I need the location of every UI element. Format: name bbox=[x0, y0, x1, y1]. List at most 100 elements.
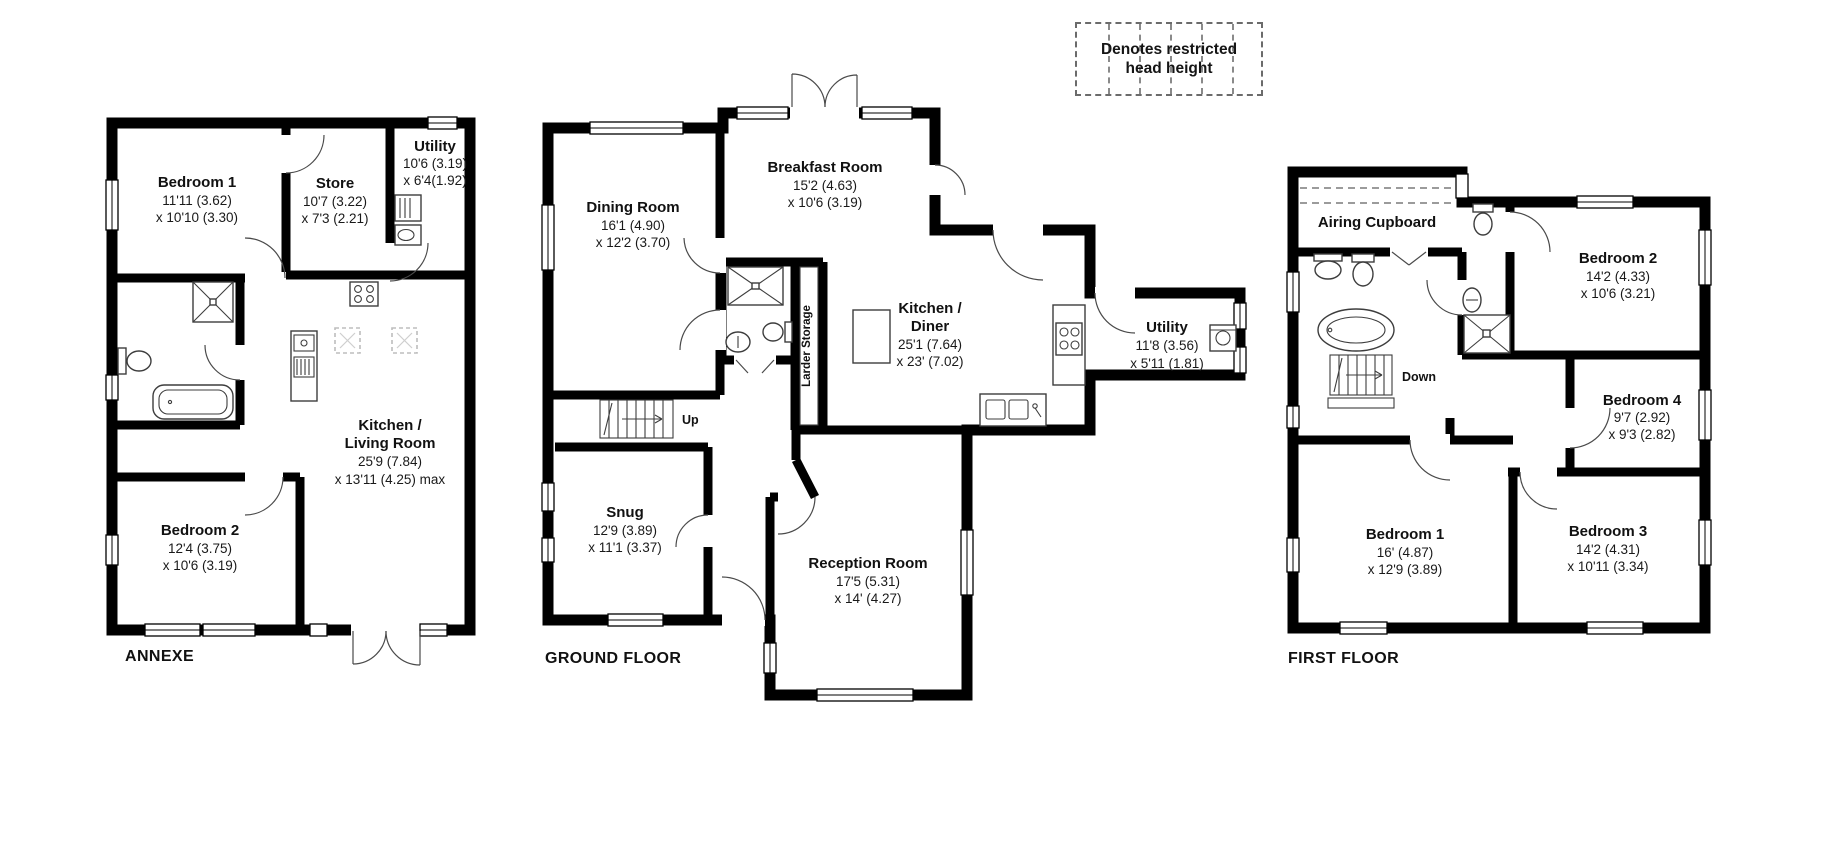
restricted-head-height-dashes bbox=[1300, 187, 1456, 204]
legend-line2: head height bbox=[1125, 60, 1213, 77]
first-doors bbox=[1391, 211, 1611, 510]
room-dim: x 10'6 (3.19) bbox=[163, 558, 238, 573]
room-label-utility: Utility 11'8 (3.56) x 5'11 (1.81) bbox=[1130, 319, 1204, 371]
ground-doors bbox=[675, 73, 1136, 621]
legend-hatch-divider bbox=[1232, 24, 1234, 94]
room-dim: 11'11 (3.62) bbox=[162, 193, 232, 208]
room-dim: 12'9 (3.89) bbox=[593, 523, 657, 538]
ground-windows bbox=[541, 106, 1247, 702]
room-label-reception: Reception Room 17'5 (5.31) x 14' (4.27) bbox=[808, 555, 927, 606]
room-dim: x 10'10 (3.30) bbox=[156, 210, 238, 225]
room-name: Store bbox=[316, 175, 354, 192]
room-label-bedroom3: Bedroom 3 14'2 (4.31) x 10'11 (3.34) bbox=[1567, 523, 1648, 574]
legend-hatch-divider bbox=[1139, 24, 1141, 94]
french-door-gap bbox=[351, 622, 422, 638]
shower-icon bbox=[727, 266, 784, 306]
door-gap bbox=[1564, 408, 1576, 448]
room-name: Bedroom 1 bbox=[158, 174, 236, 191]
room-dim: 11'8 (3.56) bbox=[1135, 338, 1198, 353]
legend-text: Denotes restricted head height bbox=[1077, 24, 1261, 94]
door-gap bbox=[234, 345, 246, 380]
first-exterior-walls bbox=[1287, 166, 1711, 634]
room-label-bedroom1: Bedroom 1 16' (4.87) x 12'9 (3.89) bbox=[1366, 526, 1444, 577]
larder-storage-label: Larder Storage bbox=[801, 305, 813, 387]
room-dim: 17'5 (5.31) bbox=[836, 574, 900, 589]
room-name: Utility bbox=[414, 138, 456, 155]
door-gap bbox=[245, 471, 283, 483]
annexe-title: ANNEXE bbox=[125, 648, 195, 665]
room-label-kitchen-diner: Kitchen / Diner 25'1 (7.64) x 23' (7.02) bbox=[896, 300, 963, 369]
room-dim: x 11'1 (3.37) bbox=[588, 540, 662, 555]
shower-icon bbox=[192, 281, 234, 323]
kitchen-counter-icon bbox=[290, 330, 318, 402]
room-dim: 10'6 (3.19) bbox=[403, 156, 467, 171]
room-dim: x 5'11 (1.81) bbox=[1130, 356, 1204, 371]
stairs-down bbox=[1327, 354, 1395, 409]
room-name: Kitchen / bbox=[358, 417, 422, 434]
room-label-bedroom1: Bedroom 1 11'11 (3.62) x 10'10 (3.30) bbox=[156, 174, 238, 225]
room-label-bedroom2: Bedroom 2 12'4 (3.75) x 10'6 (3.19) bbox=[161, 522, 239, 573]
room-dim: x 12'9 (3.89) bbox=[1368, 562, 1443, 577]
room-name: Living Room bbox=[345, 435, 436, 452]
stairs-up bbox=[599, 399, 674, 439]
room-name: Diner bbox=[911, 318, 950, 335]
room-dim: 15'2 (4.63) bbox=[793, 178, 857, 193]
legend-hatch-divider bbox=[1108, 24, 1110, 94]
door-gap bbox=[1095, 287, 1135, 299]
room-dim: 25'9 (7.84) bbox=[358, 454, 422, 469]
door-gap bbox=[245, 272, 286, 284]
room-dim: x 14' (4.27) bbox=[834, 591, 901, 606]
room-label-kitchen-living: Kitchen / Living Room 25'9 (7.84) x 13'1… bbox=[335, 417, 446, 487]
room-dim: x 10'6 (3.19) bbox=[788, 195, 863, 210]
airing-cupboard-label: Airing Cupboard bbox=[1318, 214, 1436, 231]
toilet-icon bbox=[117, 347, 152, 375]
room-name: Breakfast Room bbox=[767, 159, 882, 176]
room-dim: 14'2 (4.33) bbox=[1586, 269, 1650, 284]
stairs-up-label: Up bbox=[682, 413, 699, 427]
room-name: Kitchen / bbox=[898, 300, 962, 317]
bath-icon bbox=[152, 384, 234, 420]
ground-floor-title: GROUND FLOOR bbox=[545, 650, 682, 667]
room-name: Bedroom 3 bbox=[1569, 523, 1647, 540]
washer-icon bbox=[394, 194, 422, 246]
washer-icon bbox=[1209, 324, 1237, 352]
room-dim: 9'7 (2.92) bbox=[1614, 410, 1671, 425]
room-dim: x 9'3 (2.82) bbox=[1608, 427, 1675, 442]
first-interior-walls bbox=[1293, 202, 1705, 628]
room-dim: x 10'11 (3.34) bbox=[1567, 559, 1648, 574]
bath-icon bbox=[1317, 308, 1395, 352]
room-dim: x 12'2 (3.70) bbox=[596, 235, 671, 250]
front-door-gap bbox=[722, 614, 765, 626]
legend-hatch-divider bbox=[1170, 24, 1172, 94]
kitchen-island bbox=[852, 309, 891, 364]
room-name: Bedroom 2 bbox=[161, 522, 239, 539]
room-label-bedroom2: Bedroom 2 14'2 (4.33) x 10'6 (3.21) bbox=[1579, 250, 1657, 301]
larder-shelves bbox=[799, 266, 819, 426]
door-gap bbox=[1504, 212, 1516, 252]
door-gap bbox=[993, 224, 1043, 236]
room-name: Reception Room bbox=[808, 555, 927, 572]
sink-icon bbox=[725, 331, 751, 353]
door-gap bbox=[714, 310, 726, 350]
annexe-interior-walls bbox=[112, 123, 470, 630]
first-windows bbox=[1286, 173, 1712, 635]
ground-floor-plan: Dining Room 16'1 (4.90) x 12'2 (3.70) Br… bbox=[541, 73, 1247, 702]
french-door-gap bbox=[790, 105, 859, 121]
room-label-breakfast: Breakfast Room 15'2 (4.63) x 10'6 (3.19) bbox=[767, 159, 882, 210]
sink-icon bbox=[1313, 253, 1343, 280]
restricted-head-height-legend: Denotes restricted head height bbox=[1075, 22, 1263, 96]
toilet-icon bbox=[762, 321, 793, 343]
first-floor-title: FIRST FLOOR bbox=[1288, 650, 1400, 667]
kitchen-sink-icon bbox=[979, 393, 1047, 427]
room-dim: 25'1 (7.64) bbox=[898, 337, 962, 352]
room-dim: 16' (4.87) bbox=[1377, 545, 1434, 560]
room-dim: 16'1 (4.90) bbox=[601, 218, 665, 233]
toilet-icon bbox=[1472, 203, 1494, 236]
hob-icon bbox=[349, 281, 379, 307]
annexe-windows bbox=[105, 116, 458, 637]
room-name: Utility bbox=[1146, 319, 1188, 336]
hob-icon bbox=[1052, 304, 1086, 386]
first-floor-plan: Airing Cupboard Bedroom 2 14'2 (4.33) x … bbox=[1286, 166, 1712, 635]
room-dim: x 7'3 (2.21) bbox=[301, 211, 368, 226]
